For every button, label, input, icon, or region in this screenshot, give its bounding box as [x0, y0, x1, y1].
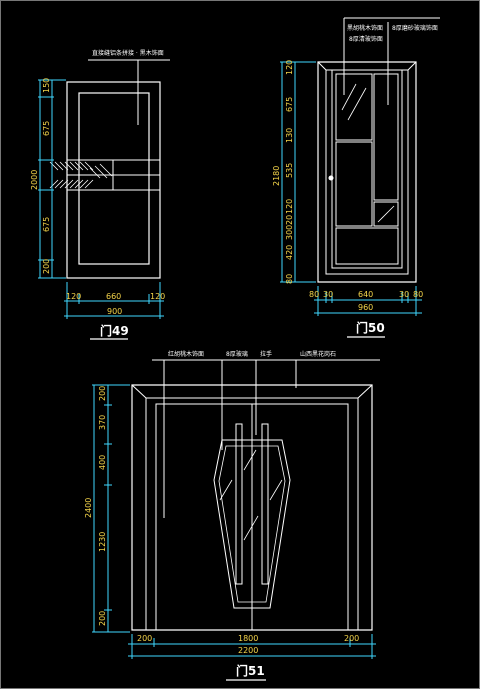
dim-text: 120 — [150, 292, 165, 301]
dim-text: 900 — [107, 307, 122, 316]
door-50-small-glass — [373, 201, 399, 227]
door-50-handle — [328, 175, 334, 181]
door-51-callout-2: 8厚玻璃 — [226, 350, 248, 358]
dim-text: 400 — [98, 455, 107, 470]
door-49-inlay-hatch — [49, 161, 113, 189]
door-49-panel — [78, 92, 150, 265]
door-50-left-dims: 120 675 130 535 120 20 300 420 80 2180 — [272, 60, 316, 284]
dim-text: 2000 — [30, 170, 39, 190]
dim-text: 20 — [285, 215, 294, 225]
door-51-pull-handle-left — [235, 423, 243, 585]
dim-text: 660 — [106, 292, 121, 301]
door-49-elevation: 直接缝铝条拼接 · 黑木饰面 150 675 2000 675 200 120 — [30, 49, 170, 340]
door-49-left-dims: 150 675 2000 675 200 — [30, 78, 66, 279]
door-50-title: 门50 — [356, 320, 385, 335]
door-50-callout-1: 黑胡桃木饰面 — [347, 24, 383, 32]
door-49-frame — [66, 81, 161, 279]
dim-text: 130 — [285, 128, 294, 143]
door-50-middle-frosted-panel — [335, 141, 373, 227]
dim-text: 675 — [42, 121, 51, 136]
dim-text: 675 — [42, 217, 51, 232]
dim-text: 535 — [285, 163, 294, 178]
door-51-title: 门51 — [236, 663, 265, 678]
door-50-elevation: 黑胡桃木饰面 8厚磨砂玻璃饰面 8厚清玻饰面 120 675 130 535 1… — [272, 17, 440, 338]
door-51-hexagon-inner — [218, 445, 286, 603]
dim-text: 200 — [98, 386, 107, 401]
door-51-inner-frame — [145, 397, 359, 631]
dim-text: 120 — [285, 199, 294, 214]
door-51-bottom-dims: 200 1800 200 2200 — [128, 634, 376, 659]
dim-text: 200 — [98, 611, 107, 626]
door-50-glass-hatch — [341, 83, 395, 223]
dim-text: 30 — [323, 290, 333, 299]
door-51-elevation: 红胡桃木饰面 8厚玻璃 拉手 山西黑花岗石 200 370 400 1230 2… — [84, 350, 380, 681]
dim-text: 1230 — [98, 532, 107, 552]
dim-text: 200 — [137, 634, 152, 643]
dim-text: 1800 — [238, 634, 258, 643]
door-49-bottom-dims: 120 660 120 900 — [64, 282, 165, 319]
door-50-inner-frame — [325, 69, 409, 275]
door-51-callout-1: 红胡桃木饰面 — [168, 350, 204, 358]
door-51-hexagon-inlay — [213, 439, 291, 609]
door-51-pull-handle-right — [261, 423, 269, 585]
dim-text: 370 — [98, 415, 107, 430]
dim-text: 120 — [66, 292, 81, 301]
dim-text: 300 — [285, 225, 294, 240]
door-50-callout-2: 8厚磨砂玻璃饰面 — [392, 24, 438, 32]
dim-text: 120 — [285, 60, 294, 75]
door-50-leaf — [331, 69, 403, 269]
door-51-callout-4: 山西黑花岗石 — [300, 350, 336, 358]
door-50-outer-frame — [317, 61, 417, 283]
door-51-callout-3: 拉手 — [260, 350, 272, 358]
door-51-glass-hatch — [219, 449, 283, 541]
dim-text: 2400 — [84, 498, 93, 518]
door-51-left-dims: 200 370 400 1230 200 2400 — [84, 384, 130, 633]
dim-text: 960 — [358, 303, 373, 312]
dim-text: 80 — [309, 290, 319, 299]
door-50-bottom-dims: 80 30 640 30 80 960 — [309, 286, 423, 316]
door-50-right-frosted-panel — [373, 73, 399, 201]
dim-text: 675 — [285, 97, 294, 112]
door-50-lower-frosted-panel — [335, 227, 399, 265]
door-49-title: 门49 — [100, 323, 129, 338]
dim-text: 640 — [358, 290, 373, 299]
dim-text: 2200 — [238, 646, 258, 655]
dim-text: 150 — [42, 78, 51, 93]
door-50-callout-3: 8厚清玻饰面 — [349, 35, 383, 43]
door-51-outer-frame — [131, 384, 373, 631]
dim-text: 200 — [42, 259, 51, 274]
dim-text: 420 — [285, 245, 294, 260]
door-49-callout-text: 直接缝铝条拼接 · 黑木饰面 — [92, 49, 164, 57]
dim-text: 80 — [413, 290, 423, 299]
dim-text: 30 — [399, 290, 409, 299]
dim-text: 2180 — [272, 166, 281, 186]
door-50-upper-glass — [335, 73, 373, 141]
dim-text: 200 — [344, 634, 359, 643]
dim-text: 80 — [285, 274, 294, 284]
